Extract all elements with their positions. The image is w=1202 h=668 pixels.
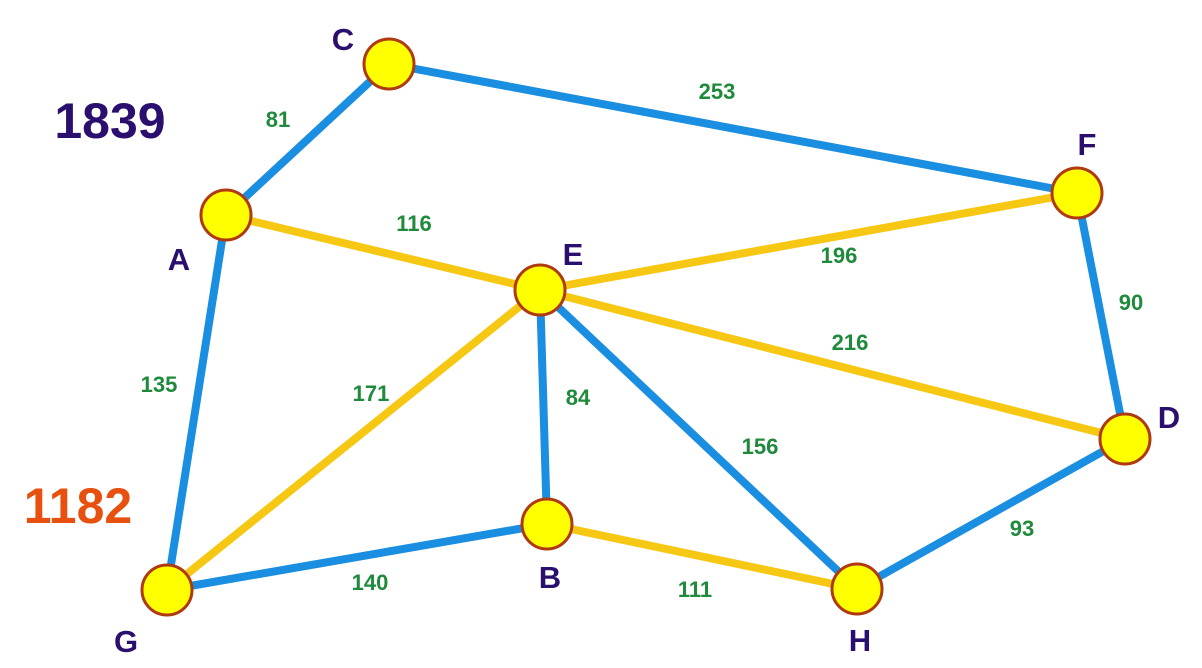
edge-e-g xyxy=(163,286,544,594)
nodes xyxy=(140,37,1152,617)
edges xyxy=(163,60,1129,594)
node-b xyxy=(520,497,574,551)
weight-e-f: 196 xyxy=(821,243,858,268)
edge-e-b xyxy=(536,286,551,528)
total-bottom: 1182 xyxy=(24,478,132,534)
weight-a-g: 135 xyxy=(141,372,178,397)
node-label-e: E xyxy=(563,237,584,272)
edge-e-h xyxy=(536,286,861,593)
weight-e-d: 216 xyxy=(832,330,869,355)
node-label-g: G xyxy=(114,624,138,659)
node-label-f: F xyxy=(1078,127,1097,162)
weight-e-g: 171 xyxy=(353,381,390,406)
weight-e-h: 156 xyxy=(742,434,779,459)
edge-f-d xyxy=(1073,189,1129,443)
node-label-h: H xyxy=(849,623,871,658)
edge-c-f xyxy=(385,60,1081,197)
weight-a-c: 81 xyxy=(266,107,290,132)
edge-weights: 81 253 116 196 90 216 135 171 84 156 93 … xyxy=(141,79,1144,602)
node-label-a: A xyxy=(168,242,190,277)
node-label-c: C xyxy=(332,22,354,57)
weight-b-h: 111 xyxy=(678,577,712,602)
node-c xyxy=(362,37,416,91)
edge-d-h xyxy=(853,435,1129,593)
total-top: 1839 xyxy=(54,93,165,149)
edge-e-f xyxy=(536,189,1081,294)
edge-b-h xyxy=(543,520,861,593)
weight-f-d: 90 xyxy=(1119,290,1143,315)
edge-e-d xyxy=(536,286,1129,443)
node-label-d: D xyxy=(1158,400,1180,435)
edge-a-e xyxy=(222,211,544,294)
node-g xyxy=(140,563,194,617)
node-e xyxy=(513,263,567,317)
node-labels: C A E F D B G H xyxy=(114,22,1180,659)
weight-g-b: 140 xyxy=(352,570,389,595)
edge-a-c xyxy=(222,60,393,219)
edge-g-b xyxy=(163,520,551,594)
node-a xyxy=(199,188,253,242)
weight-a-e: 116 xyxy=(396,211,432,236)
weight-c-f: 253 xyxy=(699,79,736,104)
node-f xyxy=(1050,166,1104,220)
weight-d-h: 93 xyxy=(1010,516,1034,541)
node-d xyxy=(1098,412,1152,466)
weight-e-b: 84 xyxy=(566,385,591,410)
edge-a-g xyxy=(163,211,230,594)
node-label-b: B xyxy=(539,560,561,595)
node-h xyxy=(830,562,884,616)
